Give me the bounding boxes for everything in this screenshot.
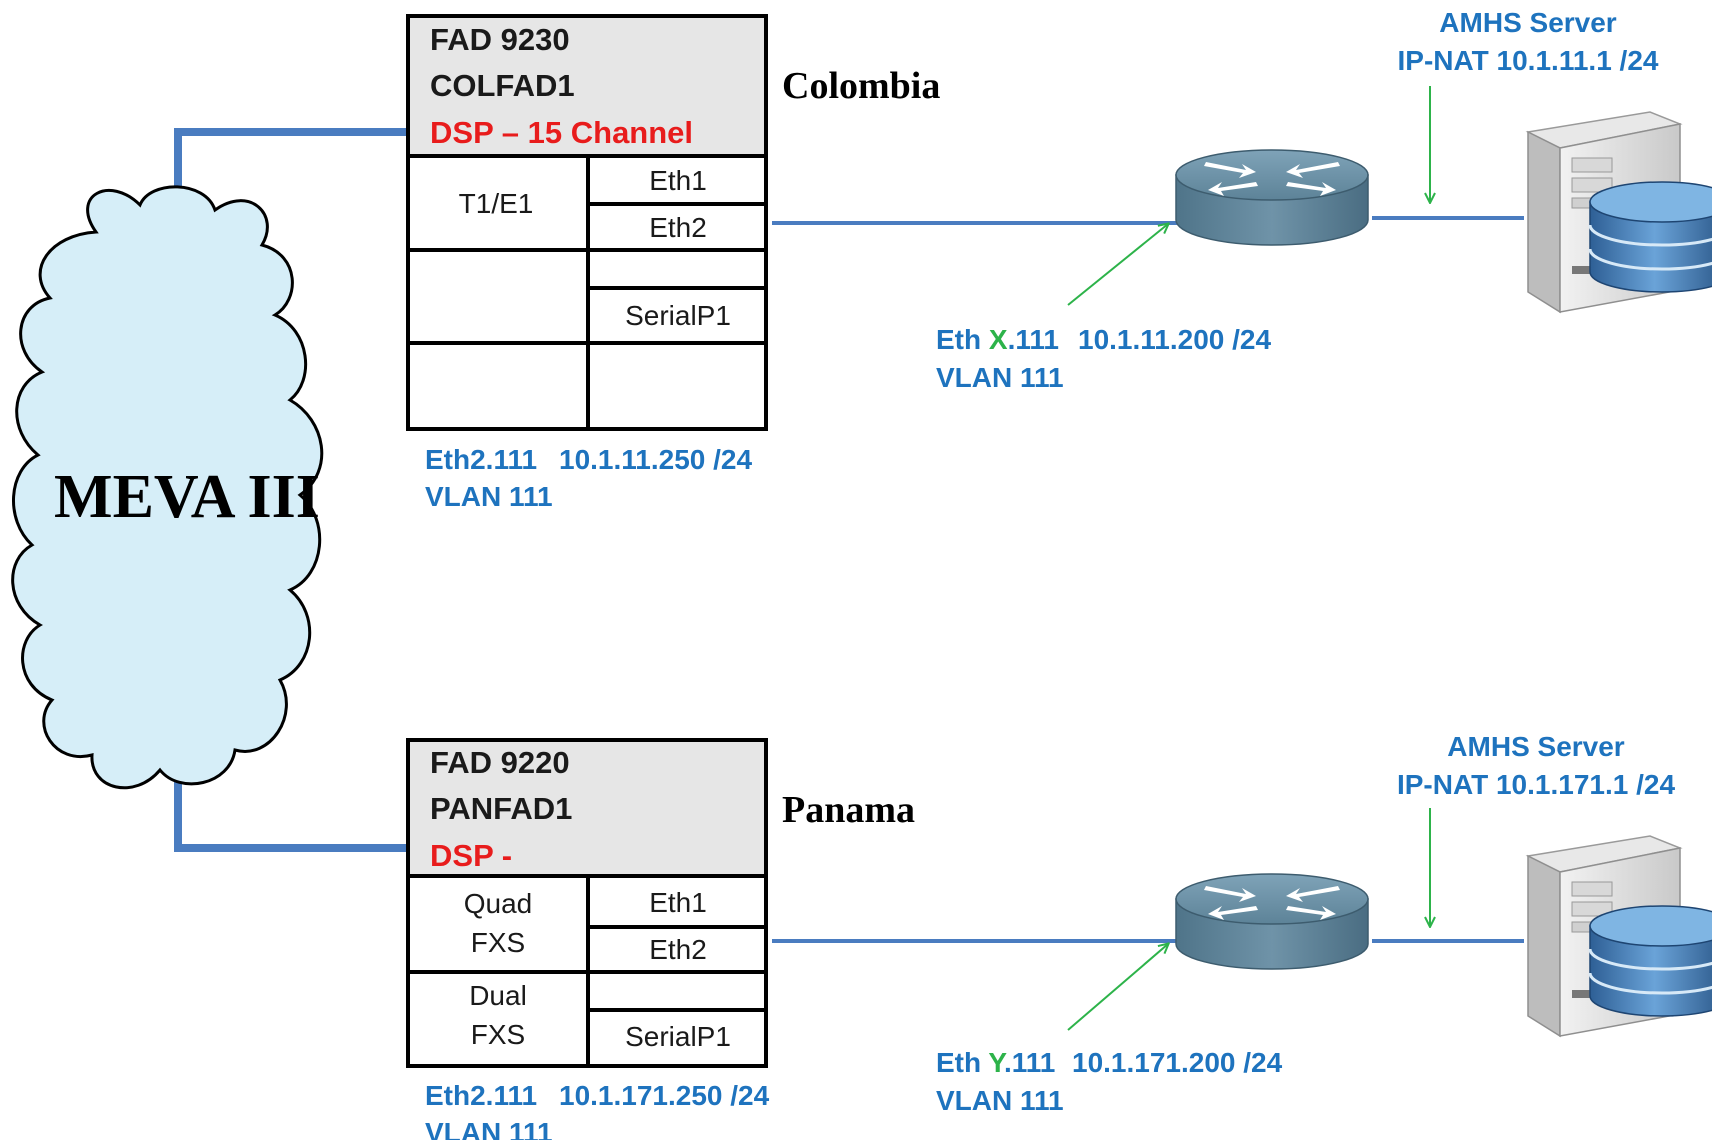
- colfad-t1e1-cell: T1/E1: [459, 188, 534, 219]
- router-iface-panama: Eth Y.111: [936, 1047, 1055, 1078]
- router-pointer-arrow-panama: [1067, 944, 1168, 1031]
- panfad-ip: 10.1.171.250 /24: [559, 1080, 770, 1111]
- panfad-model: FAD 9220: [430, 745, 570, 780]
- panfad-header-bg: [408, 740, 766, 876]
- colfad-eth2-cell: Eth2: [649, 212, 707, 243]
- meva-cloud: MEVA III: [11, 185, 324, 790]
- cloud-to-panfad-link: [174, 780, 406, 852]
- colfad-dsp: DSP – 15 Channel: [430, 115, 693, 150]
- colfad-interface-label: Eth2.111 10.1.11.250 /24 VLAN 111: [425, 444, 753, 512]
- router-interface-label-colombia: Eth X.111 10.1.11.200 /24 VLAN 111: [936, 324, 1272, 393]
- cloud-shape: [11, 185, 324, 790]
- cloud-to-colfad-link: [174, 128, 406, 210]
- router-pointer-arrow-colombia: [1067, 224, 1168, 306]
- panfad-device: FAD 9220 PANFAD1 DSP - Quad FXS Dual FXS…: [406, 738, 768, 1068]
- colfad-vlan: VLAN 111: [425, 481, 553, 512]
- colfad-device: FAD 9230 COLFAD1 DSP – 15 Channel T1/E1 …: [406, 14, 768, 431]
- server-title-panama: AMHS Server: [1447, 731, 1625, 762]
- router-interface-label-panama: Eth Y.111 10.1.171.200 /24 VLAN 111: [936, 1047, 1283, 1116]
- panfad-quad-fxs-cell-line1: Quad: [464, 888, 533, 919]
- router-iface-colombia: Eth X.111: [936, 324, 1059, 355]
- colfad-model: FAD 9230: [430, 22, 570, 57]
- panfad-dual-fxs-cell-line1: Dual: [469, 980, 527, 1011]
- server-icon-panama: [1526, 834, 1712, 1038]
- country-label-panama: Panama: [782, 789, 915, 831]
- panfad-eth1-cell: Eth1: [649, 887, 707, 918]
- panfad-eth2-cell: Eth2: [649, 934, 707, 965]
- cloud-label: MEVA III: [54, 463, 320, 531]
- panfad-interface-label: Eth2.111 10.1.171.250 /24 VLAN 111: [425, 1080, 770, 1140]
- panfad-dsp: DSP -: [430, 838, 512, 873]
- panfad-name: PANFAD1: [430, 791, 572, 826]
- colfad-name: COLFAD1: [430, 68, 575, 103]
- server-icon-colombia: [1526, 110, 1712, 314]
- connection-links: [174, 128, 1524, 943]
- router-vlan-panama: VLAN 111: [936, 1085, 1064, 1116]
- colfad-iface: Eth2.111: [425, 444, 537, 475]
- colfad-eth1-cell: Eth1: [649, 165, 707, 196]
- panfad-vlan: VLAN 111: [425, 1117, 553, 1140]
- colfad-serialp1-cell: SerialP1: [625, 300, 731, 331]
- server-ip-colombia: IP-NAT 10.1.11.1 /24: [1398, 45, 1659, 76]
- server-ip-panama: IP-NAT 10.1.171.1 /24: [1397, 769, 1676, 800]
- panfad-iface: Eth2.111: [425, 1080, 537, 1111]
- amhs-server-label-panama: AMHS Server IP-NAT 10.1.171.1 /24: [1397, 731, 1676, 800]
- colfad-header-bg: [408, 16, 766, 156]
- router-ip-panama: 10.1.171.200 /24: [1072, 1047, 1283, 1078]
- country-label-colombia: Colombia: [782, 65, 940, 107]
- router-icon-colombia: [1175, 149, 1369, 246]
- panfad-serialp1-cell: SerialP1: [625, 1021, 731, 1052]
- panfad-dual-fxs-cell-line2: FXS: [471, 1019, 525, 1050]
- colfad-ip: 10.1.11.250 /24: [559, 444, 753, 475]
- router-icon-panama: [1175, 873, 1369, 970]
- amhs-server-label-colombia: AMHS Server IP-NAT 10.1.11.1 /24: [1398, 7, 1659, 76]
- panfad-quad-fxs-cell-line2: FXS: [471, 927, 525, 958]
- router-vlan-colombia: VLAN 111: [936, 362, 1064, 393]
- router-ip-colombia: 10.1.11.200 /24: [1078, 324, 1272, 355]
- server-title-colombia: AMHS Server: [1439, 7, 1617, 38]
